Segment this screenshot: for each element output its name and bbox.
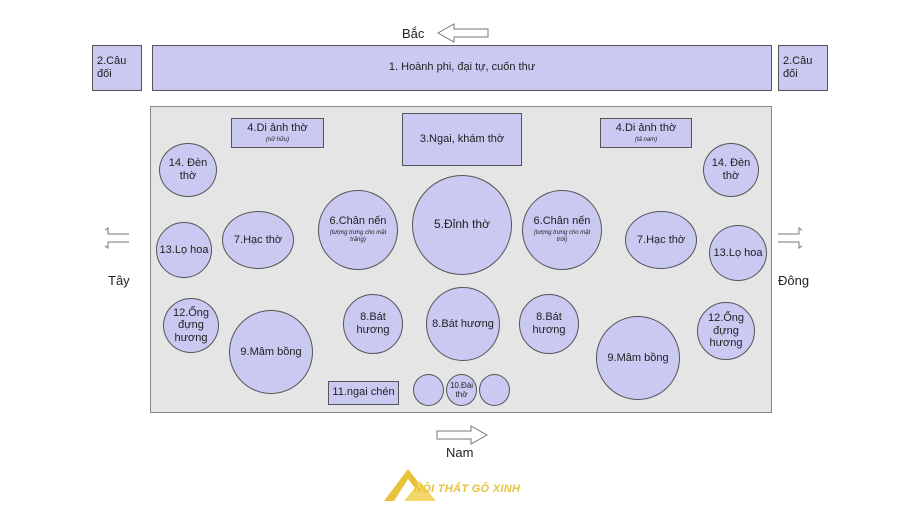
- di-anh-left-sub: (nữ hữu): [265, 137, 290, 143]
- dai-tho-side-right: [479, 374, 510, 406]
- bat-huong-left: 8.Bát hương: [343, 294, 403, 354]
- east-label: Đông: [778, 273, 810, 288]
- chan-nen-left-label: 6.Chân nến: [329, 215, 387, 228]
- ong-huong-left: 12.Ống đựng hương: [163, 298, 219, 353]
- dai-tho: 10.Đài thờ: [446, 374, 477, 406]
- dinh-tho: 5.Đỉnh thờ: [412, 175, 512, 275]
- chan-nen-left: 6.Chân nến (tượng trưng cho mặt trăng): [318, 190, 398, 270]
- bat-huong-right: 8.Bát hương: [519, 294, 579, 354]
- ngai-kham-tho: 3.Ngai, khám thờ: [402, 113, 522, 166]
- north-arrow-icon: [436, 23, 489, 43]
- ngai-chen: 11.ngai chén: [328, 381, 399, 405]
- lo-hoa-left: 13.Lọ hoa: [156, 222, 212, 278]
- chan-nen-right: 6.Chân nến (tượng trưng cho mặt trời): [522, 190, 602, 270]
- di-anh-right-sub: (tả nam): [634, 137, 658, 143]
- mam-bong-right: 9.Mâm bồng: [596, 316, 680, 400]
- south-arrow-icon: [436, 425, 489, 445]
- logo-text: NỘI THẤT GỖ XINH: [414, 483, 521, 495]
- north-label: Bắc: [402, 26, 425, 41]
- cau-doi-left: 2.Câu đối: [92, 45, 142, 91]
- hac-tho-left: 7.Hạc thờ: [222, 211, 294, 269]
- di-anh-left: 4.Di ảnh thờ (nữ hữu): [231, 118, 324, 148]
- hac-tho-right: 7.Hạc thờ: [625, 211, 697, 269]
- logo-icon: [384, 469, 436, 501]
- di-anh-right-label: 4.Di ảnh thờ: [615, 121, 677, 134]
- bat-huong-center: 8.Bát hương: [426, 287, 500, 361]
- di-anh-left-label: 4.Di ảnh thờ: [247, 121, 308, 134]
- cau-doi-right: 2.Câu đối: [778, 45, 828, 91]
- ong-huong-right: 12.Ống đựng hương: [697, 302, 755, 360]
- west-label: Tây: [108, 273, 130, 288]
- den-tho-right: 14. Đèn thờ: [703, 143, 759, 197]
- chan-nen-right-label: 6.Chân nến: [533, 215, 591, 228]
- den-tho-left: 14. Đèn thờ: [159, 143, 217, 197]
- south-label: Nam: [446, 445, 474, 460]
- mam-bong-left: 9.Mâm bồng: [229, 310, 313, 394]
- di-anh-right: 4.Di ảnh thờ (tả nam): [600, 118, 692, 148]
- east-arrow-icon: [778, 227, 802, 249]
- chan-nen-left-sub: (tượng trưng cho mặt trăng): [329, 230, 387, 244]
- west-arrow-icon: [105, 227, 129, 249]
- hoanh-phi-banner: 1. Hoành phi, đại tự, cuốn thư: [152, 45, 772, 91]
- chan-nen-right-sub: (tượng trưng cho mặt trời): [533, 230, 591, 244]
- lo-hoa-right: 13.Lọ hoa: [709, 225, 767, 281]
- dai-tho-side-left: [413, 374, 444, 406]
